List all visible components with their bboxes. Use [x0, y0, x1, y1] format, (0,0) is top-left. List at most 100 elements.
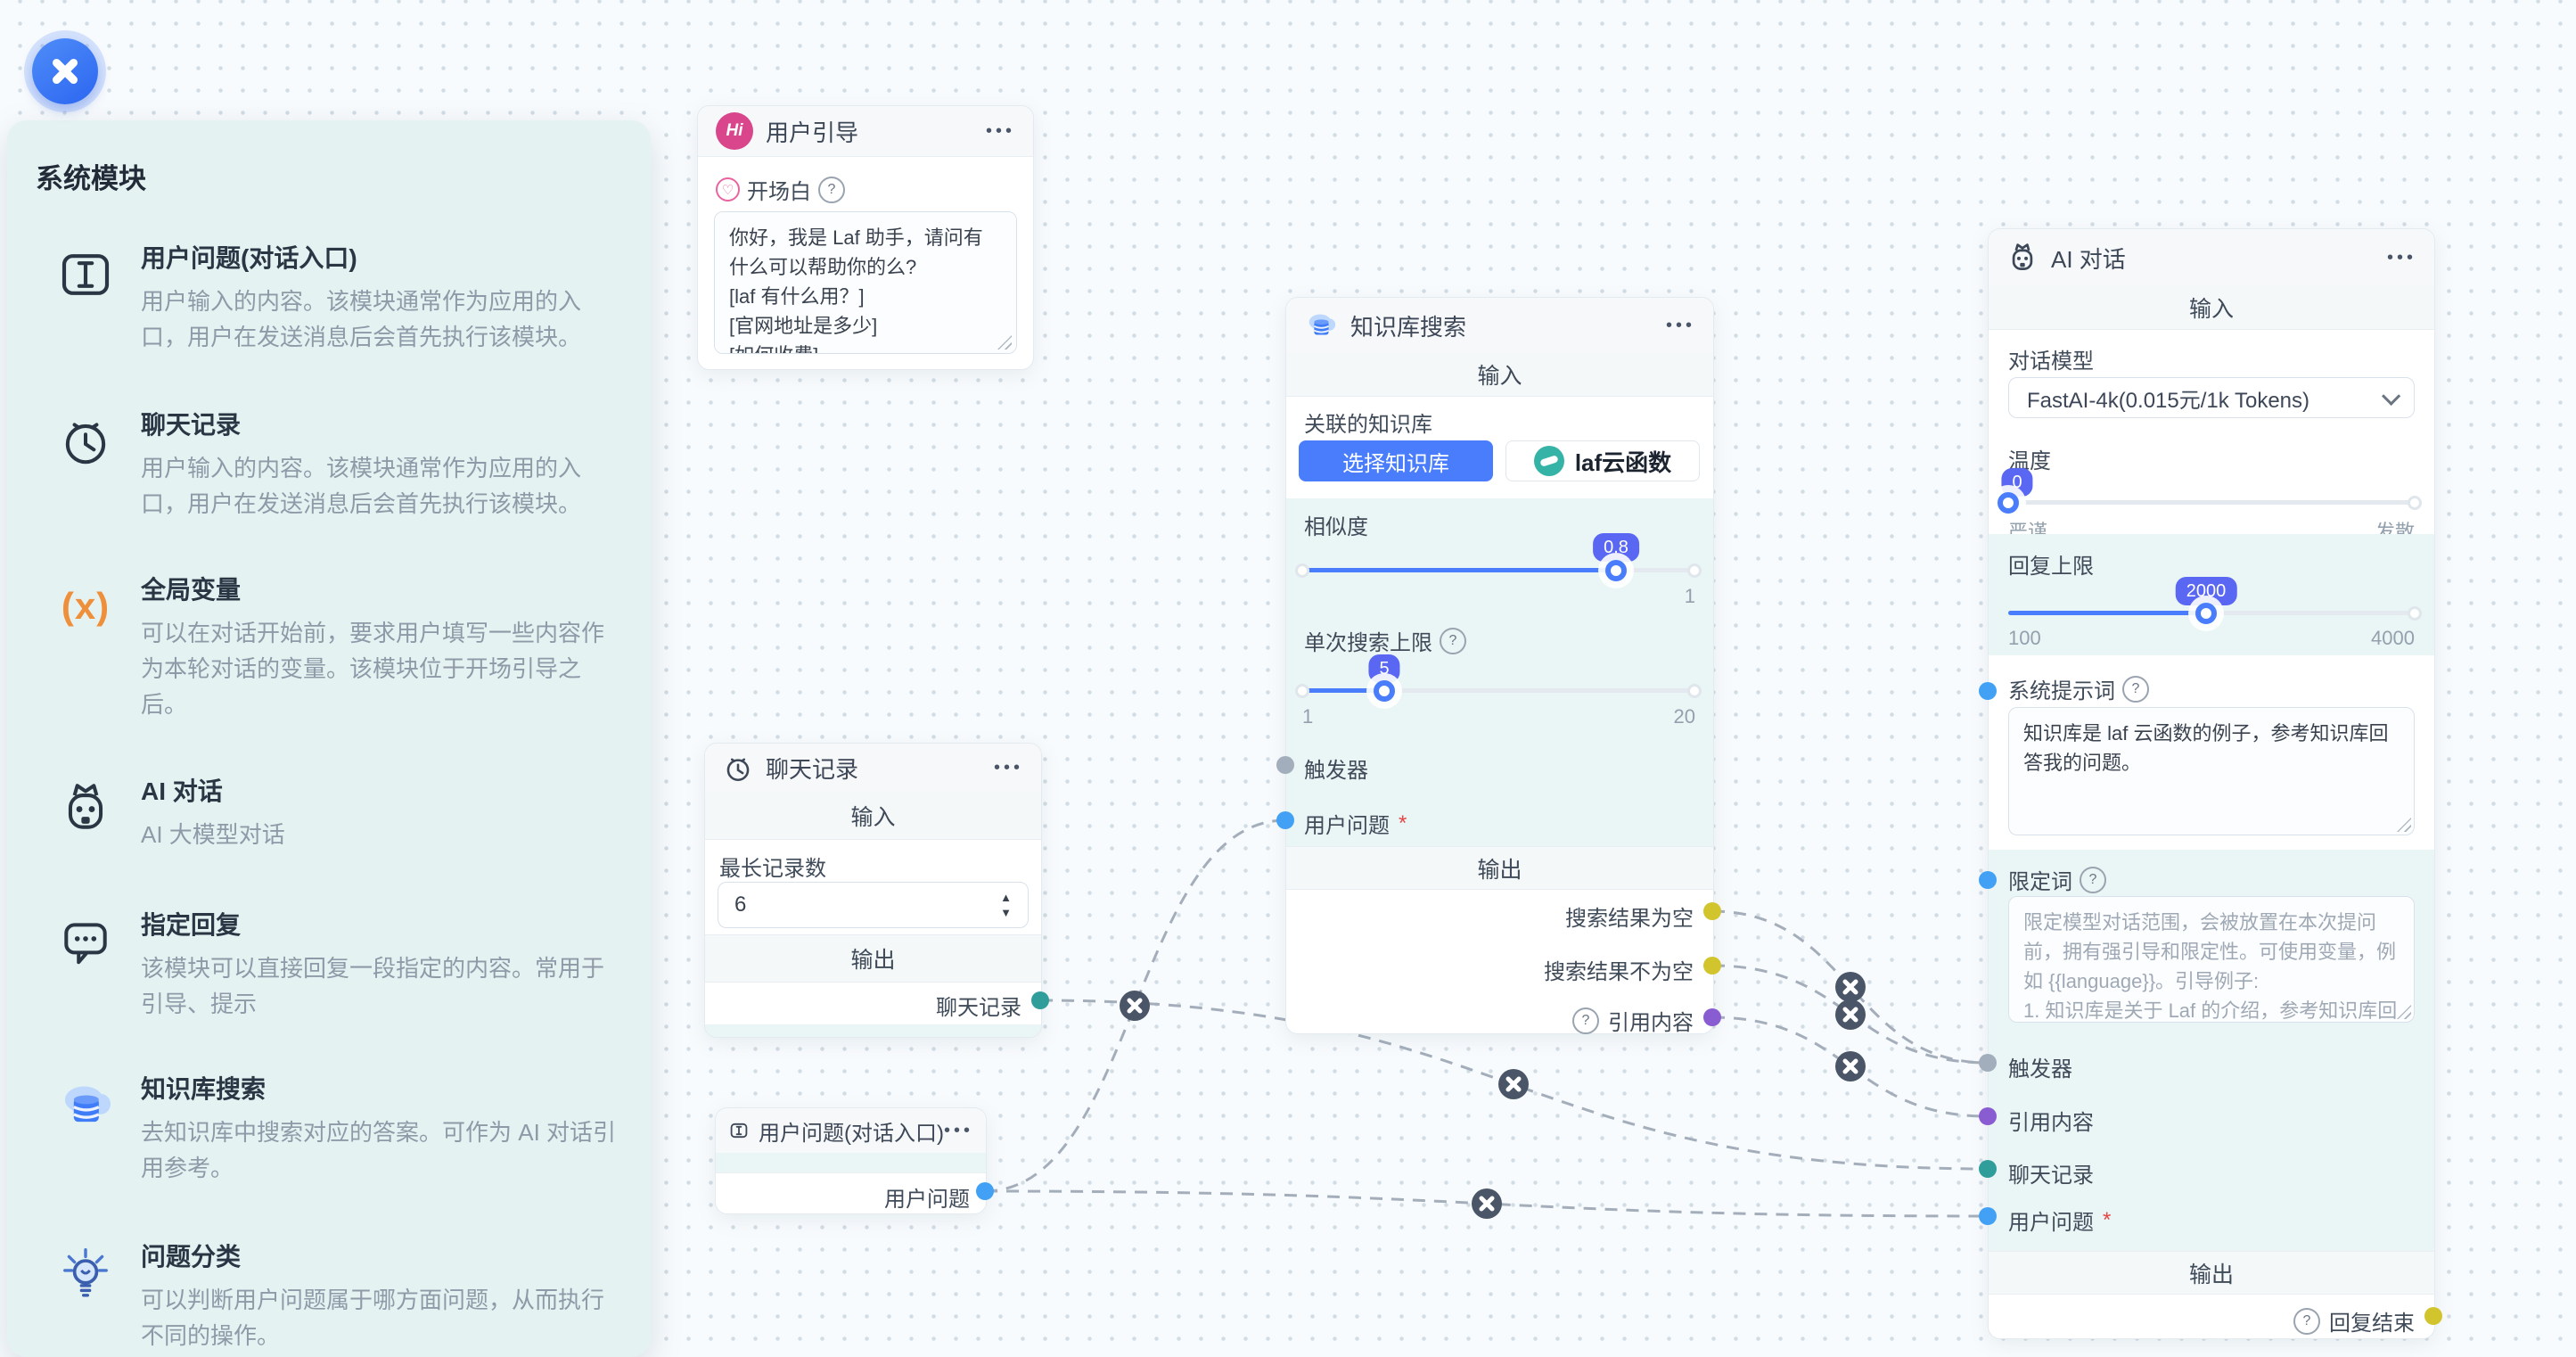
node-user-question[interactable]: 用户问题(对话入口) ••• 用户问题 [715, 1107, 987, 1214]
variable-icon: (x) [61, 585, 111, 627]
empty-input-strip [716, 1153, 986, 1173]
edge-chathistory-to-ai [1039, 999, 1989, 1171]
section-input: 输入 [1989, 286, 2434, 330]
port-ai-trigger-input[interactable] [1979, 1054, 1997, 1072]
section-input: 输入 [1286, 353, 1713, 397]
sidebar-item-desc: 用户输入的内容。该模块通常作为应用的入口，用户在发送消息后会首先执行该模块。 [141, 455, 582, 517]
sidebar-item-title: 全局变量 [141, 576, 242, 604]
port-kb-trigger-input[interactable] [1276, 756, 1294, 774]
constraint-textarea[interactable] [2008, 896, 2415, 1023]
search-limit-value-bubble: 5 [1368, 654, 1400, 683]
port-ai-question-input[interactable] [1979, 1207, 1997, 1225]
help-icon[interactable]: ? [818, 176, 845, 203]
search-limit-slider[interactable] [1295, 679, 1702, 702]
laf-kb-button[interactable]: laf云函数 [1505, 440, 1700, 481]
node-chat-history[interactable]: 聊天记录 ••• 输入 最长记录数 6 ▲ ▼ 输出 聊天记录 [704, 743, 1042, 1038]
clock-icon [726, 758, 750, 781]
node-title: 用户问题(对话入口) [759, 1121, 944, 1146]
port-kb-question-input[interactable] [1276, 811, 1294, 829]
sidebar-item-desc: AI 大模型对话 [141, 821, 285, 848]
edge-delete-icon[interactable] [1835, 972, 1866, 1002]
edge-delete-icon[interactable] [1835, 999, 1866, 1030]
input-trigger-label: 触发器 [1304, 759, 1368, 783]
stepper-up-icon[interactable]: ▲ [1000, 891, 1012, 904]
port-kb-quote-output[interactable] [1703, 1008, 1721, 1026]
node-kb-search[interactable]: 知识库搜索 ••• 输入 关联的知识库 选择知识库 laf云函数 相似度 0.8… [1285, 297, 1714, 1035]
required-mark: * [1399, 810, 1407, 835]
system-prompt-textarea[interactable]: 知识库是 laf 云函数的例子，参考知识库回答我的问题。 [2008, 707, 2415, 835]
node-user-guide[interactable]: Hi 用户引导 ••• ♡ 开场白 ? 你好，我是 Laf 助手，请问有什么可以… [697, 105, 1034, 370]
edge-kb-empty-to-ai-trigger [1711, 909, 1989, 1065]
port-ai-quote-input[interactable] [1979, 1107, 1997, 1125]
input-cursor-icon [730, 1123, 748, 1139]
port-ai-finish-output[interactable] [2424, 1307, 2442, 1325]
search-limit-label: 单次搜索上限 ? [1304, 625, 1466, 656]
model-label: 对话模型 [2008, 350, 2094, 374]
node-footer [705, 1024, 1041, 1037]
edge-delete-icon[interactable] [1498, 1069, 1529, 1099]
similarity-slider[interactable] [1295, 559, 1702, 581]
temperature-slider-handle[interactable] [1998, 491, 2019, 514]
port-ai-system-prompt-input[interactable] [1979, 682, 1997, 700]
help-icon[interactable]: ? [1572, 1007, 1599, 1034]
node-menu-icon[interactable]: ••• [943, 1120, 973, 1140]
node-title: 聊天记录 [766, 756, 859, 783]
sidebar-item-desc: 可以在对话开始前，要求用户填写一些内容作为本轮对话的变量。该模块位于开场引导之后… [141, 620, 605, 718]
node-header: Hi 用户引导 ••• [698, 106, 1033, 157]
stepper-down-icon[interactable]: ▼ [1000, 906, 1012, 919]
help-icon[interactable]: ? [1440, 627, 1466, 654]
node-title: 知识库搜索 [1350, 313, 1467, 341]
edge-kb-quote-to-ai-quote [1711, 1016, 1989, 1118]
close-sidebar-button[interactable] [32, 38, 98, 104]
laf-icon [1533, 446, 1564, 476]
input-history-label: 聊天记录 [2008, 1164, 2094, 1188]
sidebar-item-desc: 该模块可以直接回复一段指定的内容。常用于引导、提示 [141, 955, 605, 1017]
system-prompt-label: 系统提示词 ? [2008, 673, 2149, 704]
search-limit-max-tick: 20 [1673, 705, 1695, 728]
robot-icon [2012, 243, 2033, 270]
help-icon[interactable]: ? [2293, 1307, 2320, 1335]
port-chat-history-output[interactable] [1031, 991, 1049, 1009]
hi-bubble-icon: Hi [716, 112, 753, 150]
chevron-down-icon [2382, 386, 2401, 406]
edge-delete-icon[interactable] [1835, 1051, 1866, 1081]
sidebar-item-title: 指定回复 [141, 911, 242, 939]
required-mark: * [2103, 1207, 2112, 1232]
edge-delete-icon[interactable] [1120, 991, 1150, 1021]
robot-icon [53, 776, 118, 840]
port-ai-history-input[interactable] [1979, 1160, 1997, 1178]
model-select[interactable]: FastAI-4k(0.015元/1k Tokens) [2008, 377, 2415, 418]
temperature-slider[interactable] [1998, 491, 2422, 514]
help-icon[interactable]: ? [2080, 866, 2106, 893]
node-menu-icon[interactable]: ••• [985, 120, 1015, 141]
port-kb-empty-output[interactable] [1703, 902, 1721, 920]
search-limit-slider-handle[interactable] [1374, 679, 1396, 702]
help-icon[interactable]: ? [2122, 675, 2149, 703]
node-menu-icon[interactable]: ••• [2386, 247, 2416, 267]
input-question-label: 用户问题* [2008, 1207, 2112, 1236]
reply-limit-slider-handle[interactable] [2195, 602, 2218, 624]
edge-delete-icon[interactable] [1472, 1188, 1502, 1219]
max-records-input[interactable]: 6 ▲ ▼ [718, 882, 1029, 928]
reply-bubble-icon [53, 909, 118, 974]
edge-kb-notempty-to-ai-trigger [1711, 964, 1989, 1065]
clock-icon [53, 409, 118, 473]
node-header: AI 对话 ••• [1989, 229, 2434, 287]
sidebar-item-title: 用户问题(对话入口) [141, 244, 357, 272]
opening-label: ♡ 开场白 ? [716, 174, 845, 205]
node-header: 用户问题(对话入口) ••• [716, 1108, 986, 1154]
section-output: 输出 [1989, 1251, 2434, 1295]
reply-limit-slider[interactable] [2008, 602, 2422, 624]
opening-textarea[interactable]: 你好，我是 Laf 助手，请问有什么可以帮助你的么? [laf 有什么用？] [… [714, 211, 1017, 354]
similarity-slider-handle[interactable] [1605, 559, 1627, 581]
sidebar-item-title: 问题分类 [141, 1243, 242, 1271]
select-kb-button[interactable]: 选择知识库 [1299, 440, 1493, 481]
node-menu-icon[interactable]: ••• [1665, 315, 1695, 335]
node-ai-chat[interactable]: AI 对话 ••• 输入 对话模型 FastAI-4k(0.015元/1k To… [1988, 228, 2435, 1339]
port-ai-constraint-input[interactable] [1979, 871, 1997, 889]
port-kb-not-empty-output[interactable] [1703, 957, 1721, 975]
port-user-question-output[interactable] [976, 1182, 994, 1200]
sidebar-item-title: 聊天记录 [141, 411, 242, 439]
node-menu-icon[interactable]: ••• [993, 758, 1023, 777]
